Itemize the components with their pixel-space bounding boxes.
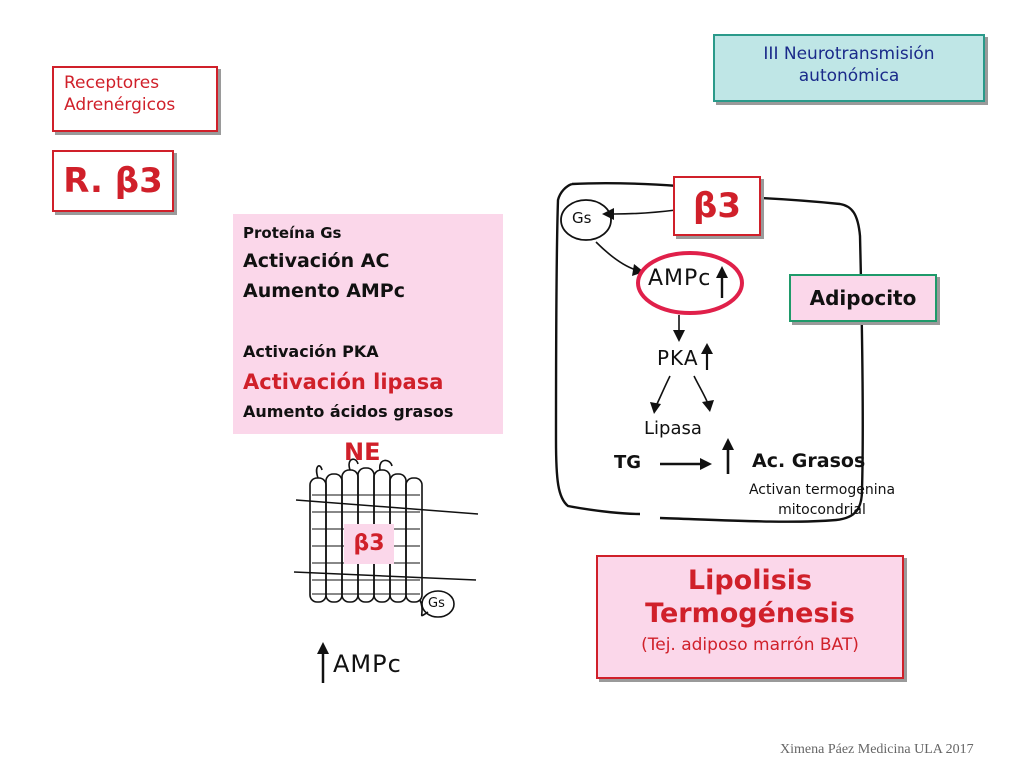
cell-fatty-acids-label: Ac. Grasos	[752, 450, 866, 472]
outcome-box: Lipolisis Termogénesis (Tej. adiposo mar…	[596, 555, 904, 679]
topic-line2: Adrenérgicos	[64, 95, 176, 115]
cascade-item: Aumento AMPc	[243, 280, 405, 302]
second-messenger-label: AMPc	[333, 650, 402, 678]
cell-receptor-label: β3	[693, 186, 741, 226]
receptor-label-box: β3	[344, 524, 394, 564]
cascade-item: Aumento ácidos grasos	[243, 402, 454, 421]
cell-note-line2: mitocondrial	[778, 502, 866, 518]
cell-pka-label: PKA	[657, 346, 699, 370]
cell-lipase-label: Lipasa	[644, 418, 702, 439]
cell-label-box: Adipocito	[789, 274, 937, 322]
cascade-item: Activación PKA	[243, 342, 379, 361]
cell-note: Activan termogenina mitocondrial	[712, 480, 932, 520]
gprotein-label: Gs	[428, 596, 445, 611]
topic-line1: Receptores	[64, 73, 160, 93]
cell-label: Adipocito	[809, 286, 917, 310]
section-title-line1: III Neurotransmisión	[763, 44, 935, 64]
section-title-line2: autonómica	[798, 66, 900, 86]
cascade-item: Activación AC	[243, 250, 390, 272]
cascade-item: Activación lipasa	[243, 370, 444, 394]
cell-receptor-box: β3	[673, 176, 761, 236]
cell-ampc-label: AMPc	[648, 266, 712, 291]
cell-tg-label: TG	[614, 452, 642, 473]
cascade-panel: Proteína Gs Activación AC Aumento AMPc A…	[233, 214, 503, 434]
credit: Ximena Páez Medicina ULA 2017	[780, 742, 974, 757]
outcome-line2: Termogénesis	[645, 598, 855, 629]
receptor-title-box: R. β3	[52, 150, 174, 212]
cell-gprotein-label: Gs	[572, 209, 592, 227]
topic-box: Receptores Adrenérgicos	[52, 66, 218, 132]
outcome-line3: (Tej. adiposo marrón BAT)	[641, 635, 859, 655]
receptor-label: β3	[353, 531, 385, 556]
ligand-label: NE	[344, 438, 381, 466]
cell-note-line1: Activan termogenina	[748, 482, 896, 498]
cascade-item: Proteína Gs	[243, 224, 342, 242]
section-title-box: III Neurotransmisión autonómica	[713, 34, 985, 102]
outcome-line1: Lipolisis	[687, 565, 813, 596]
receptor-title: R. β3	[63, 161, 163, 201]
